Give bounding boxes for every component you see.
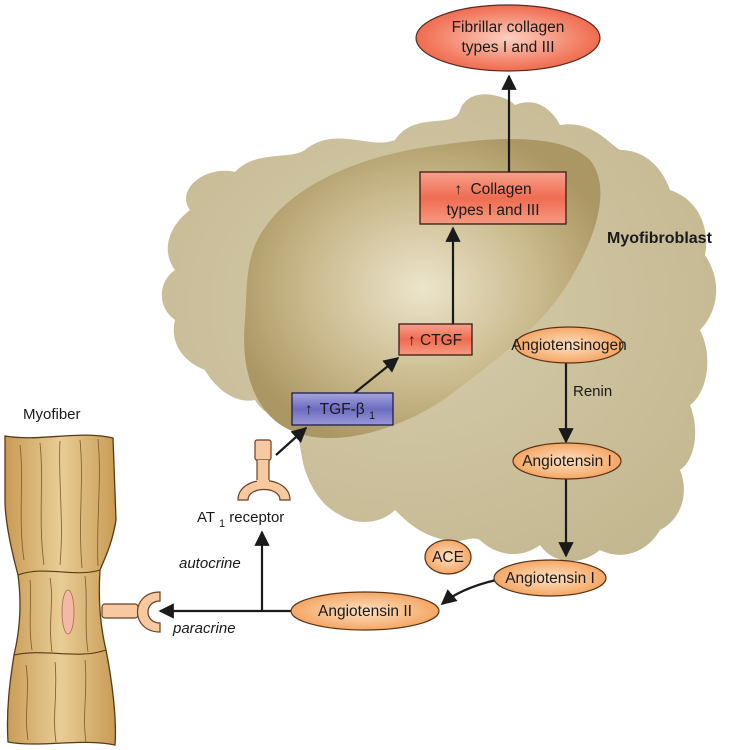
angiotensinogen-label: Angiotensinogen — [511, 337, 627, 354]
arrow-tgf-to-ctgf — [351, 357, 400, 396]
tgf-beta-label: TGF-β — [320, 401, 365, 418]
myofiber-label: Myofiber — [23, 406, 81, 423]
tgf-beta-node: ↑ TGF-β 1 — [291, 392, 394, 426]
ctgf-up-arrow: ↑ — [408, 332, 416, 349]
at1-suffix: receptor — [229, 509, 284, 526]
svg-text:AT 1 receptor: AT 1 receptor — [197, 509, 284, 531]
fibrillar-collagen-line2: types I and III — [461, 39, 554, 56]
collagen-line1: Collagen — [470, 181, 531, 198]
arrow-ace-conversion — [440, 578, 497, 605]
angiotensinogen-node: Angiotensinogen — [511, 326, 627, 364]
angiotensin-ii-label: Angiotensin II — [318, 603, 412, 620]
svg-text:↑ TGF-β 1: ↑ TGF-β 1 — [305, 401, 375, 422]
myofiber-illustration — [4, 434, 117, 746]
at1-receptor-icon — [237, 439, 291, 501]
fibrillar-collagen-line1: Fibrillar collagen — [452, 19, 565, 36]
svg-text:↑ Collagen: ↑ Collagen — [454, 181, 531, 198]
renin-label: Renin — [573, 383, 612, 400]
myofibroblast-label: Myofibroblast — [607, 230, 713, 247]
angiotensin-i-upper-node: Angiotensin I — [512, 442, 622, 480]
paracrine-label: paracrine — [172, 620, 236, 637]
ace-label: ACE — [432, 549, 464, 566]
svg-text:↑ CTGF: ↑ CTGF — [408, 332, 462, 349]
angiotensin-i-upper-label: Angiotensin I — [522, 453, 612, 470]
angiotensin-i-lower-node: Angiotensin I — [493, 559, 607, 597]
tgf-beta-subscript: 1 — [369, 410, 375, 422]
ctgf-node: ↑ CTGF — [398, 323, 473, 356]
at1-subscript: 1 — [219, 518, 225, 530]
paracrine-receptor-icon — [101, 591, 161, 633]
collagen-line2: types I and III — [446, 202, 539, 219]
collagen-up-arrow: ↑ — [454, 181, 462, 198]
at1-prefix: AT — [197, 509, 215, 526]
collagen-node: ↑ Collagen types I and III — [419, 171, 567, 225]
arrow-receptor-to-tgf — [275, 426, 308, 456]
angiotensin-ii-node: Angiotensin II — [290, 591, 440, 631]
ace-node: ACE — [424, 539, 472, 575]
fibrillar-collagen-node: Fibrillar collagen types I and III — [415, 4, 601, 72]
angiotensin-i-lower-label: Angiotensin I — [505, 570, 595, 587]
tgf-up-arrow: ↑ — [305, 401, 313, 418]
ctgf-label: CTGF — [420, 332, 462, 349]
autocrine-label: autocrine — [179, 555, 241, 572]
